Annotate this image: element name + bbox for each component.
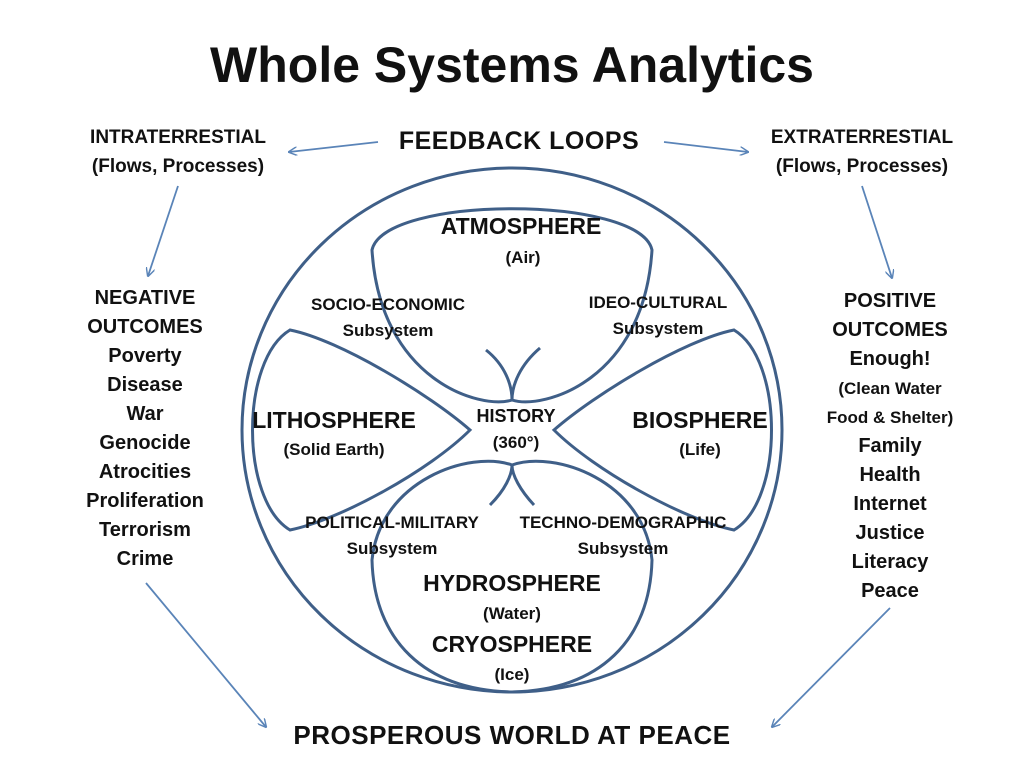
political-military-sublabel: Subsystem bbox=[346, 539, 438, 558]
positive-outcomes-list: POSITIVE OUTCOMES Enough! (Clean Water F… bbox=[827, 287, 954, 606]
intraterrestrial-detail: (Flows, Processes) bbox=[91, 156, 265, 177]
negative-item: Terrorism bbox=[99, 519, 191, 541]
extraterrestrial-block: EXTRATERRESTIAL (Flows, Processes) bbox=[771, 123, 953, 181]
bottom-lobe bbox=[370, 459, 654, 694]
positive-heading-2: OUTCOMES bbox=[832, 319, 948, 341]
negative-item: Atrocities bbox=[98, 461, 192, 483]
positive-item: Peace bbox=[861, 580, 919, 602]
positive-heading-1: POSITIVE bbox=[843, 290, 937, 312]
hydrosphere-note: (Water) bbox=[483, 604, 541, 623]
positive-item: Family bbox=[858, 435, 922, 457]
center-petal-upper bbox=[485, 346, 541, 401]
positive-note-2: Food & Shelter) bbox=[826, 408, 954, 427]
left-lobe bbox=[251, 328, 473, 532]
lithosphere-label: LITHOSPHERE bbox=[252, 407, 416, 433]
ideo-cultural-sublabel: Subsystem bbox=[612, 319, 704, 338]
right-lobe bbox=[551, 328, 773, 532]
hydrosphere-label: HYDROSPHERE bbox=[423, 570, 601, 596]
arrow-feedback-to-extra bbox=[663, 141, 748, 152]
negative-heading-2: OUTCOMES bbox=[87, 316, 203, 338]
biosphere-label: BIOSPHERE bbox=[632, 407, 768, 433]
history-label: HISTORY bbox=[476, 406, 556, 426]
arrow-negative-to-peace bbox=[145, 582, 266, 727]
negative-outcomes-list: NEGATIVE OUTCOMES Poverty Disease War Ge… bbox=[86, 284, 204, 574]
extraterrestrial-detail: (Flows, Processes) bbox=[775, 156, 949, 177]
ideo-cultural-label: IDEO-CULTURAL bbox=[588, 293, 728, 312]
feedback-loops-label: FEEDBACK LOOPS bbox=[398, 127, 640, 155]
arrow-positive-to-peace bbox=[772, 607, 891, 727]
negative-heading-1: NEGATIVE bbox=[94, 287, 196, 309]
positive-item: Health bbox=[859, 464, 921, 486]
positive-note-1: (Clean Water bbox=[838, 379, 942, 398]
political-military-label: POLITICAL-MILITARY bbox=[305, 513, 479, 532]
negative-item: Proliferation bbox=[86, 490, 204, 512]
negative-item: Genocide bbox=[99, 432, 191, 454]
atmosphere-note: (Air) bbox=[505, 248, 541, 267]
techno-demographic-label: TECHNO-DEMOGRAPHIC bbox=[519, 513, 727, 532]
prosperous-world-label: PROSPEROUS WORLD AT PEACE bbox=[293, 720, 731, 750]
positive-item: Justice bbox=[855, 522, 925, 544]
negative-item: Poverty bbox=[108, 345, 182, 367]
intraterrestrial-block: INTRATERRESTIAL (Flows, Processes) bbox=[90, 123, 266, 181]
lithosphere-note: (Solid Earth) bbox=[283, 440, 385, 459]
extraterrestrial-name: EXTRATERRESTIAL bbox=[770, 127, 954, 148]
top-lobe bbox=[370, 207, 654, 404]
negative-item: War bbox=[126, 403, 164, 425]
negative-item: Disease bbox=[107, 374, 183, 396]
atmosphere-label: ATMOSPHERE bbox=[440, 213, 602, 239]
positive-item: Internet bbox=[853, 493, 927, 515]
socio-economic-sublabel: Subsystem bbox=[342, 321, 434, 340]
history-note: (360°) bbox=[492, 433, 540, 452]
positive-enough: Enough! bbox=[849, 348, 931, 370]
cryosphere-note: (Ice) bbox=[494, 665, 530, 684]
center-petal-lower bbox=[488, 464, 536, 507]
arrow-feedback-to-intra bbox=[289, 141, 379, 152]
page-title: Whole Systems Analytics bbox=[210, 37, 814, 93]
arrow-extra-to-positive bbox=[861, 185, 892, 278]
techno-demographic-sublabel: Subsystem bbox=[577, 539, 669, 558]
socio-economic-label: SOCIO-ECONOMIC bbox=[311, 295, 465, 314]
intraterrestrial-name: INTRATERRESTIAL bbox=[90, 127, 266, 148]
arrow-intra-to-negative bbox=[148, 185, 179, 276]
biosphere-note: (Life) bbox=[679, 440, 721, 459]
negative-item: Crime bbox=[116, 548, 174, 570]
positive-item: Literacy bbox=[851, 551, 929, 573]
cryosphere-label: CRYOSPHERE bbox=[431, 631, 593, 657]
